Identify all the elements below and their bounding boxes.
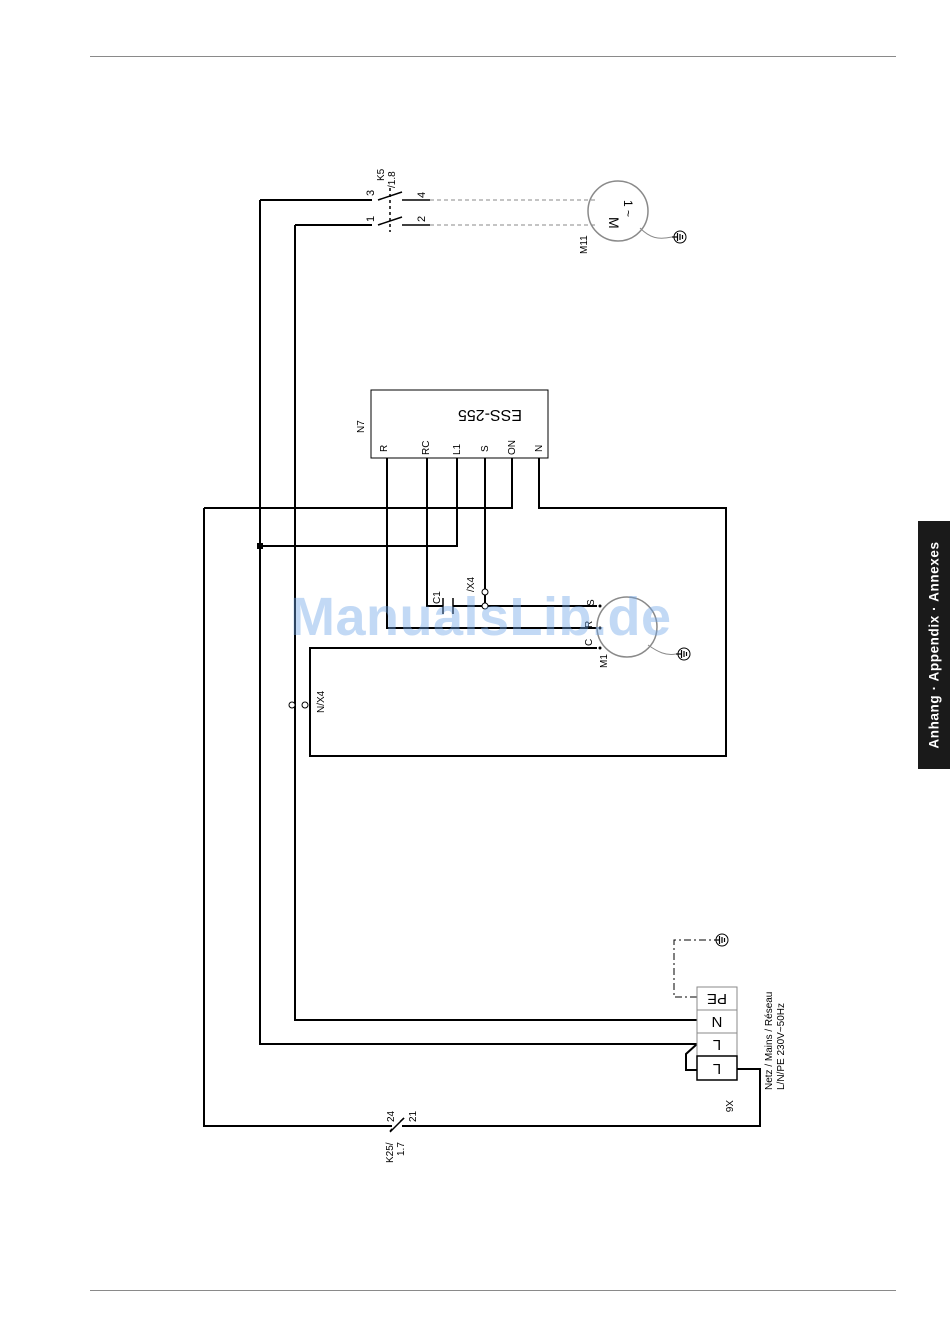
n7-model: ESS-255 bbox=[458, 406, 522, 423]
k5-terminal-2: 2 bbox=[416, 216, 428, 222]
m1-label: M1 bbox=[599, 654, 610, 668]
x6-terminal-n: N bbox=[712, 1013, 723, 1030]
x6-terminal-l: L bbox=[713, 1036, 721, 1053]
n7-terminal-l1: L1 bbox=[452, 443, 463, 455]
x6-terminal-l-switched: L bbox=[713, 1060, 721, 1077]
n7-terminal-s: S bbox=[480, 445, 491, 452]
earth-icon-m1 bbox=[676, 648, 690, 660]
motor-m11 bbox=[588, 181, 648, 241]
k5-terminal-1: 1 bbox=[365, 216, 377, 222]
m11-symbol-phase: 1 ~ bbox=[621, 200, 635, 217]
earth-icon-pe bbox=[714, 934, 728, 946]
wire-rc bbox=[427, 458, 443, 606]
m11-symbol-m: M bbox=[606, 217, 622, 229]
n7-terminal-r: R bbox=[379, 445, 390, 452]
watermark: ManualsLib.de bbox=[290, 586, 672, 648]
wire-switched-loop bbox=[204, 458, 512, 508]
m11-earth-lead bbox=[640, 228, 672, 238]
k25-terminal-24: 24 bbox=[386, 1110, 397, 1122]
earth-icon-m11 bbox=[672, 231, 686, 243]
n7-terminal-n: N bbox=[534, 445, 545, 452]
k5-terminal-3: 3 bbox=[365, 190, 377, 196]
supply-line2: L/N/PE 230V~50Hz bbox=[776, 1003, 787, 1090]
n7-label: N7 bbox=[356, 420, 367, 433]
n7-terminal-rc: RC bbox=[421, 441, 432, 455]
m11-label: M11 bbox=[579, 235, 590, 254]
k5-terminal-4: 4 bbox=[416, 192, 428, 198]
junction-dot bbox=[257, 543, 263, 549]
wire-l-jumper bbox=[686, 1044, 697, 1070]
side-tab: Anhang · Appendix · Annexes bbox=[918, 521, 950, 769]
k5-label: K5 bbox=[376, 168, 387, 181]
k5-ref: /1.8 bbox=[387, 171, 398, 188]
nx4-connector-left bbox=[289, 702, 295, 708]
side-tab-label: Anhang · Appendix · Annexes bbox=[927, 541, 942, 748]
k25-ref: 1.7 bbox=[396, 1142, 407, 1156]
x6-terminal-pe: PE bbox=[707, 990, 727, 1007]
supply-line1: Netz / Mains / Réseau bbox=[764, 992, 775, 1090]
nx4-label: N/X4 bbox=[316, 690, 327, 713]
k25-label: K25/ bbox=[385, 1142, 396, 1163]
k25-terminal-21: 21 bbox=[408, 1110, 419, 1122]
n7-terminal-on: ON bbox=[507, 440, 518, 455]
nx4-connector-right bbox=[302, 702, 308, 708]
x6-label: X6 bbox=[723, 1100, 734, 1113]
